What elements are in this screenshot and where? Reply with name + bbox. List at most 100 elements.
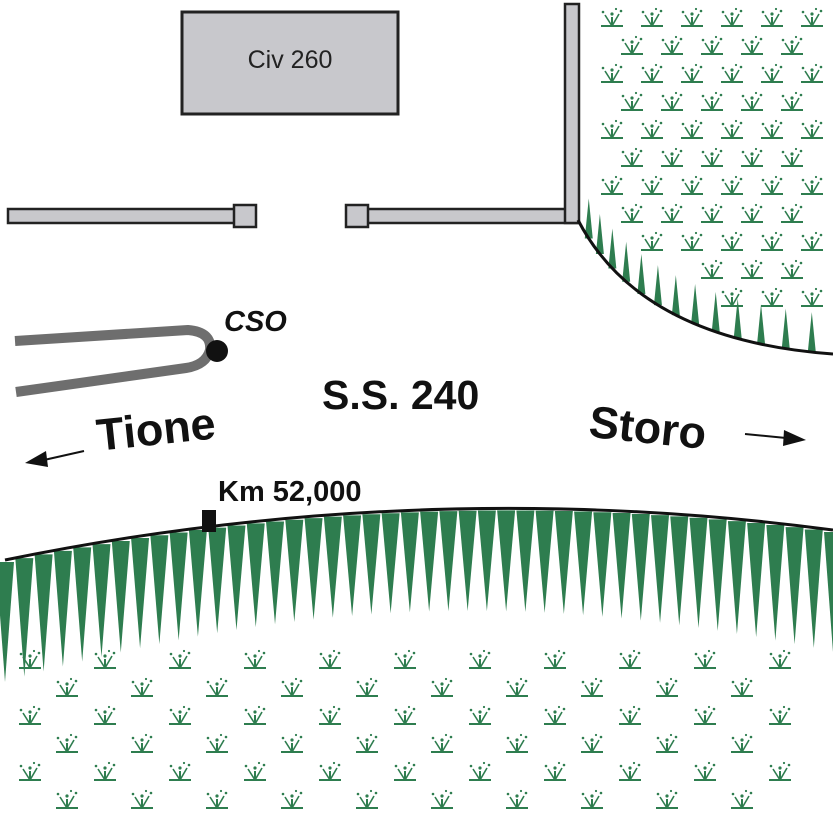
grass-icon: [243, 704, 267, 725]
grass-icon: [780, 258, 804, 279]
embankment-hatch: [804, 529, 823, 649]
embankment-hatch: [691, 284, 700, 325]
embankment-hatch: [420, 511, 439, 612]
building-label: Civ 260: [247, 46, 333, 74]
embankment-hatch: [670, 516, 689, 626]
embankment-hatch: [34, 554, 53, 672]
cso-point-icon: [206, 340, 228, 362]
grass-icon: [430, 676, 454, 697]
grass-icon: [55, 676, 79, 697]
grass-icon: [355, 788, 379, 809]
embankment-hatch: [0, 562, 14, 682]
grass-icon: [740, 258, 764, 279]
grass-icon: [318, 704, 342, 725]
grass-icon: [660, 90, 684, 111]
grass-icon: [660, 34, 684, 55]
grass-icon: [700, 90, 724, 111]
outfall-pipe: [14, 325, 216, 397]
grass-icon: [768, 760, 792, 781]
embankment-hatch: [15, 558, 34, 677]
embankment-hatch: [708, 519, 727, 631]
embankment-hatch: [807, 312, 816, 353]
grass-icon: [720, 6, 744, 28]
embankment-hatch: [73, 547, 92, 662]
grass-icon: [505, 676, 529, 697]
grass-icon: [800, 62, 824, 83]
embankment-hatch: [733, 298, 742, 339]
grass-icon: [760, 6, 784, 28]
road-edge-north-east: [576, 219, 833, 356]
grass-icon: [680, 6, 704, 28]
embankment-hatch: [651, 515, 670, 623]
grass-icon: [760, 230, 784, 251]
grass-icon: [280, 788, 304, 809]
grass-icon: [760, 62, 784, 83]
grass-icon: [93, 648, 117, 669]
grass-icon: [205, 676, 229, 697]
grass-icon: [600, 118, 624, 139]
grass-icon: [760, 174, 784, 195]
embankment-hatch: [766, 525, 785, 641]
vegetation-area-south: [18, 648, 792, 809]
grass-icon: [780, 202, 804, 223]
grass-icon: [655, 788, 679, 809]
grass-icon: [693, 704, 717, 725]
grass-icon: [660, 146, 684, 167]
grass-icon: [243, 648, 267, 669]
embankment-hatch: [554, 511, 573, 614]
grass-icon: [93, 704, 117, 725]
grass-icon: [600, 174, 624, 195]
embankment-hatch: [439, 511, 458, 612]
embankment-hatch: [497, 510, 516, 612]
grass-icon: [18, 760, 42, 781]
grass-icon: [700, 202, 724, 223]
embankment-hatch: [535, 510, 554, 613]
embankment-hatch: [574, 511, 593, 616]
grass-icon: [205, 732, 229, 753]
embankment-hatch: [584, 198, 593, 239]
road-name-label: S.S. 240: [322, 372, 480, 418]
embankment-hatch: [595, 214, 604, 255]
grass-icon: [800, 118, 824, 139]
cso-label: CSO: [224, 306, 287, 338]
grass-icon: [393, 704, 417, 725]
embankment-hatch: [757, 304, 766, 345]
grass-icon: [580, 788, 604, 809]
grass-icon: [130, 788, 154, 809]
grass-icon: [720, 62, 744, 83]
embankment-hatch: [111, 541, 130, 653]
grass-icon: [543, 648, 567, 669]
grass-icon: [760, 118, 784, 139]
grass-icon: [730, 788, 754, 809]
grass-icon: [740, 202, 764, 223]
grass-icon: [780, 90, 804, 111]
grass-icon: [130, 676, 154, 697]
embankment-hatch: [92, 544, 111, 657]
grass-icon: [205, 788, 229, 809]
grass-icon: [660, 202, 684, 223]
embankment-hatch: [246, 523, 265, 628]
grass-icon: [580, 732, 604, 753]
grass-icon: [280, 676, 304, 697]
embankment-hatch: [824, 532, 833, 652]
embankment-hatch: [343, 515, 362, 617]
grass-icon: [768, 648, 792, 669]
grass-icon: [655, 732, 679, 753]
grass-icon: [318, 648, 342, 669]
grass-icon: [720, 286, 744, 307]
wall-left: [6, 207, 238, 225]
road-edge-south: [4, 506, 833, 562]
embankment-hatch: [131, 538, 150, 649]
grass-icon: [693, 760, 717, 781]
grass-icon: [700, 146, 724, 167]
grass-icon: [730, 676, 754, 697]
grass-icon: [355, 676, 379, 697]
grass-icon: [640, 174, 664, 195]
grass-icon: [800, 174, 824, 195]
grass-icon: [93, 760, 117, 781]
embankment-hatch: [711, 291, 720, 332]
grass-icon: [618, 760, 642, 781]
grass-icon: [620, 202, 644, 223]
grass-icon: [700, 34, 724, 55]
